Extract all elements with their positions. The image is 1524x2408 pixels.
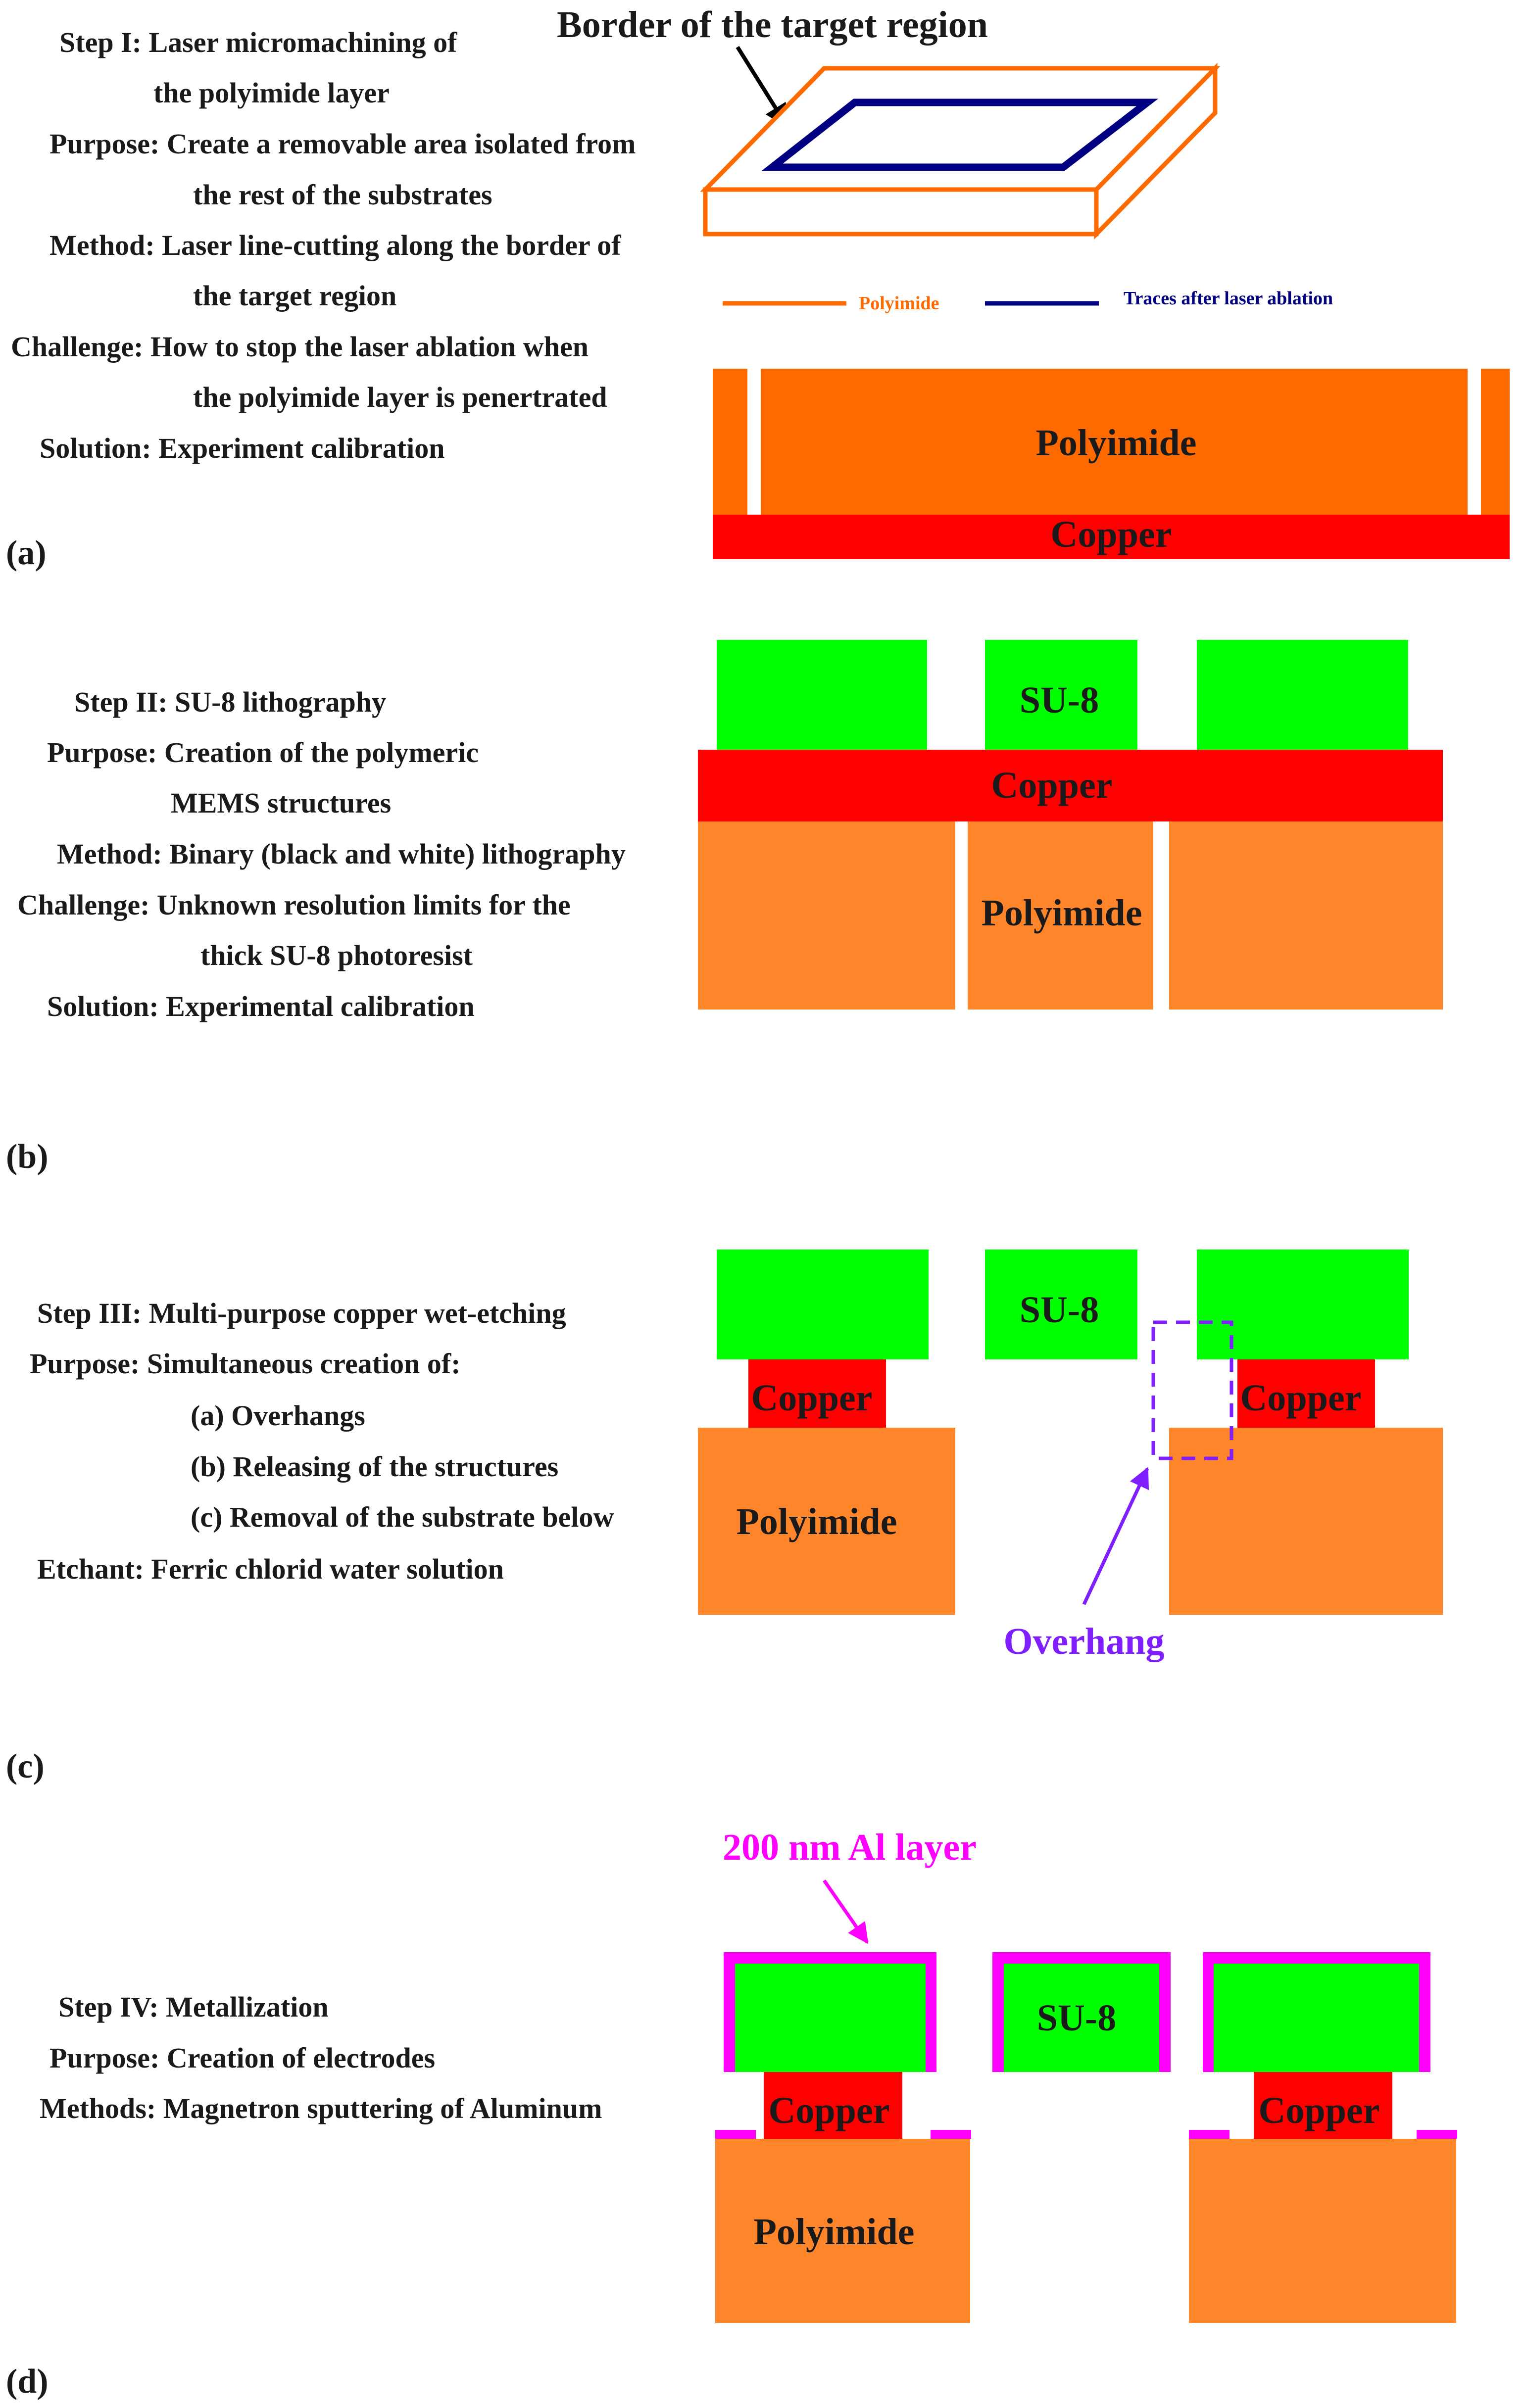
copper-label: Copper bbox=[1051, 514, 1172, 555]
step-text-line: Challenge: How to stop the laser ablatio… bbox=[11, 331, 589, 363]
block-front-face bbox=[703, 187, 1099, 237]
polyimide-block-center bbox=[968, 821, 1153, 1010]
panel-d: Step IV: Metallization Purpose: Creation… bbox=[6, 1827, 1457, 2401]
panel-d-step-text: Step IV: Metallization Purpose: Creation… bbox=[40, 1991, 602, 2124]
step-text-line: Solution: Experimental calibration bbox=[47, 990, 475, 1022]
overhang-label: Overhang bbox=[1003, 1621, 1164, 1662]
copper-pillar-left bbox=[748, 1359, 886, 1428]
step-text-line: Purpose: Creation of electrodes bbox=[49, 2042, 435, 2074]
legend: Polyimide Traces after laser ablation bbox=[723, 288, 1333, 314]
panel-b: Step II: SU-8 lithography Purpose: Creat… bbox=[6, 640, 1443, 1176]
step-text-line: Step I: Laser micromachining of bbox=[59, 26, 457, 58]
copper-pillar-right bbox=[1254, 2072, 1392, 2139]
copper-layer bbox=[713, 515, 1510, 559]
cross-section-b: SU-8 Copper Polyimide bbox=[698, 640, 1443, 1010]
su8-block-right bbox=[1197, 640, 1408, 750]
su8-block-center bbox=[1004, 1964, 1159, 2072]
step-text-line: Purpose: Creation of the polymeric bbox=[47, 736, 479, 769]
al-deposit bbox=[931, 2130, 971, 2139]
step-text-line: Step III: Multi-purpose copper wet-etchi… bbox=[37, 1297, 566, 1329]
legend-polyimide-label: Polyimide bbox=[859, 293, 939, 314]
al-layer-arrow bbox=[823, 1879, 869, 1944]
overhang-highlight-box bbox=[1151, 1320, 1233, 1460]
su8-block-center bbox=[985, 640, 1137, 750]
al-deposit bbox=[715, 2130, 756, 2139]
step-text-line: (b) Releasing of the structures bbox=[191, 1450, 558, 1483]
cross-section-a: Polyimide Copper bbox=[713, 369, 1510, 559]
copper-pillar-right bbox=[1237, 1359, 1375, 1428]
copper-layer bbox=[698, 750, 1443, 821]
su8-block-left bbox=[735, 1964, 926, 2072]
step-text-line: (c) Removal of the substrate below bbox=[191, 1501, 614, 1533]
laser-trace-outline bbox=[761, 98, 1159, 171]
polyimide-block-right bbox=[1189, 2139, 1456, 2323]
overhang-arrow bbox=[1082, 1467, 1149, 1605]
step-text-line: the polyimide layer is penertrated bbox=[193, 381, 607, 413]
legend-traces-label: Traces after laser ablation bbox=[1124, 288, 1333, 309]
polyimide-label: Polyimide bbox=[981, 892, 1142, 934]
copper-label: Copper bbox=[991, 765, 1113, 806]
step-text-line: Method: Laser line-cutting along the bor… bbox=[49, 229, 621, 261]
target-border-callout: Border of the target region bbox=[557, 4, 988, 46]
copper-label-right: Copper bbox=[1259, 2090, 1380, 2131]
step-text-line: Solution: Experiment calibration bbox=[40, 432, 444, 464]
step-text-line: the target region bbox=[193, 280, 396, 312]
panel-c-step-text: Step III: Multi-purpose copper wet-etchi… bbox=[30, 1297, 614, 1585]
step-text-line: MEMS structures bbox=[171, 787, 391, 819]
polyimide-block-right bbox=[1169, 1428, 1443, 1615]
step-text-line: (a) Overhangs bbox=[191, 1399, 365, 1432]
step-text-line: Purpose: Create a removable area isolate… bbox=[49, 128, 636, 160]
copper-label-left: Copper bbox=[751, 1377, 873, 1419]
panel-label-c: (c) bbox=[6, 1747, 45, 1785]
polyimide-block-right bbox=[1169, 821, 1443, 1010]
copper-pillar-left bbox=[764, 2072, 902, 2139]
step-text-line: Methods: Magnetron sputtering of Aluminu… bbox=[40, 2092, 602, 2124]
substrate-3d-block bbox=[700, 62, 1221, 240]
su8-block-center bbox=[985, 1250, 1137, 1359]
su8-label: SU-8 bbox=[1020, 679, 1099, 721]
su8-block-left bbox=[717, 640, 927, 750]
cross-section-c: SU-8 Copper Copper Polyimide Overhang bbox=[698, 1250, 1443, 1662]
su8-block-right bbox=[1197, 1250, 1409, 1359]
polyimide-edge-right bbox=[1481, 369, 1510, 515]
su8-label: SU-8 bbox=[1020, 1289, 1099, 1331]
polyimide-block-left bbox=[698, 1428, 955, 1615]
polyimide-block-left bbox=[698, 821, 955, 1010]
al-deposit bbox=[1189, 2130, 1229, 2139]
step-text-line: Method: Binary (black and white) lithogr… bbox=[57, 838, 626, 870]
polyimide-label: Polyimide bbox=[1035, 422, 1196, 464]
panel-b-step-text: Step II: SU-8 lithography Purpose: Creat… bbox=[17, 686, 626, 1022]
al-deposit bbox=[1417, 2130, 1457, 2139]
step-text-line: the polyimide layer bbox=[153, 77, 390, 109]
al-layer-callout: 200 nm Al layer bbox=[723, 1827, 977, 1868]
polyimide-block-left bbox=[715, 2139, 970, 2323]
panel-c: Step III: Multi-purpose copper wet-etchi… bbox=[6, 1250, 1443, 1785]
step-text-line: Etchant: Ferric chlorid water solution bbox=[37, 1553, 504, 1585]
step-text-line: the rest of the substrates bbox=[193, 179, 492, 211]
panel-label-b: (b) bbox=[6, 1138, 49, 1176]
copper-label-left: Copper bbox=[769, 2090, 890, 2131]
step-text-line: Purpose: Simultaneous creation of: bbox=[30, 1348, 461, 1380]
block-side-face bbox=[1094, 62, 1218, 240]
cross-section-d: SU-8 Copper Copper Polyimide bbox=[715, 1952, 1457, 2323]
polyimide-label: Polyimide bbox=[753, 2211, 914, 2253]
step-text-line: Step II: SU-8 lithography bbox=[74, 686, 386, 718]
panel-label-d: (d) bbox=[6, 2362, 49, 2401]
step-text-line: thick SU-8 photoresist bbox=[200, 939, 473, 971]
panel-label-a: (a) bbox=[6, 534, 47, 572]
panel-a: Step I: Laser micromachining of the poly… bbox=[6, 4, 1510, 572]
panel-a-step-text: Step I: Laser micromachining of the poly… bbox=[11, 26, 636, 464]
polyimide-layer bbox=[761, 369, 1468, 515]
step-text-line: Step IV: Metallization bbox=[58, 1991, 329, 2023]
step-text-line: Challenge: Unknown resolution limits for… bbox=[17, 889, 571, 921]
copper-label-right: Copper bbox=[1240, 1377, 1362, 1419]
polyimide-label: Polyimide bbox=[736, 1501, 897, 1542]
su8-block-left bbox=[717, 1250, 929, 1359]
su8-block-right bbox=[1214, 1964, 1419, 2072]
polyimide-edge-left bbox=[713, 369, 747, 515]
su8-label: SU-8 bbox=[1037, 1997, 1116, 2039]
